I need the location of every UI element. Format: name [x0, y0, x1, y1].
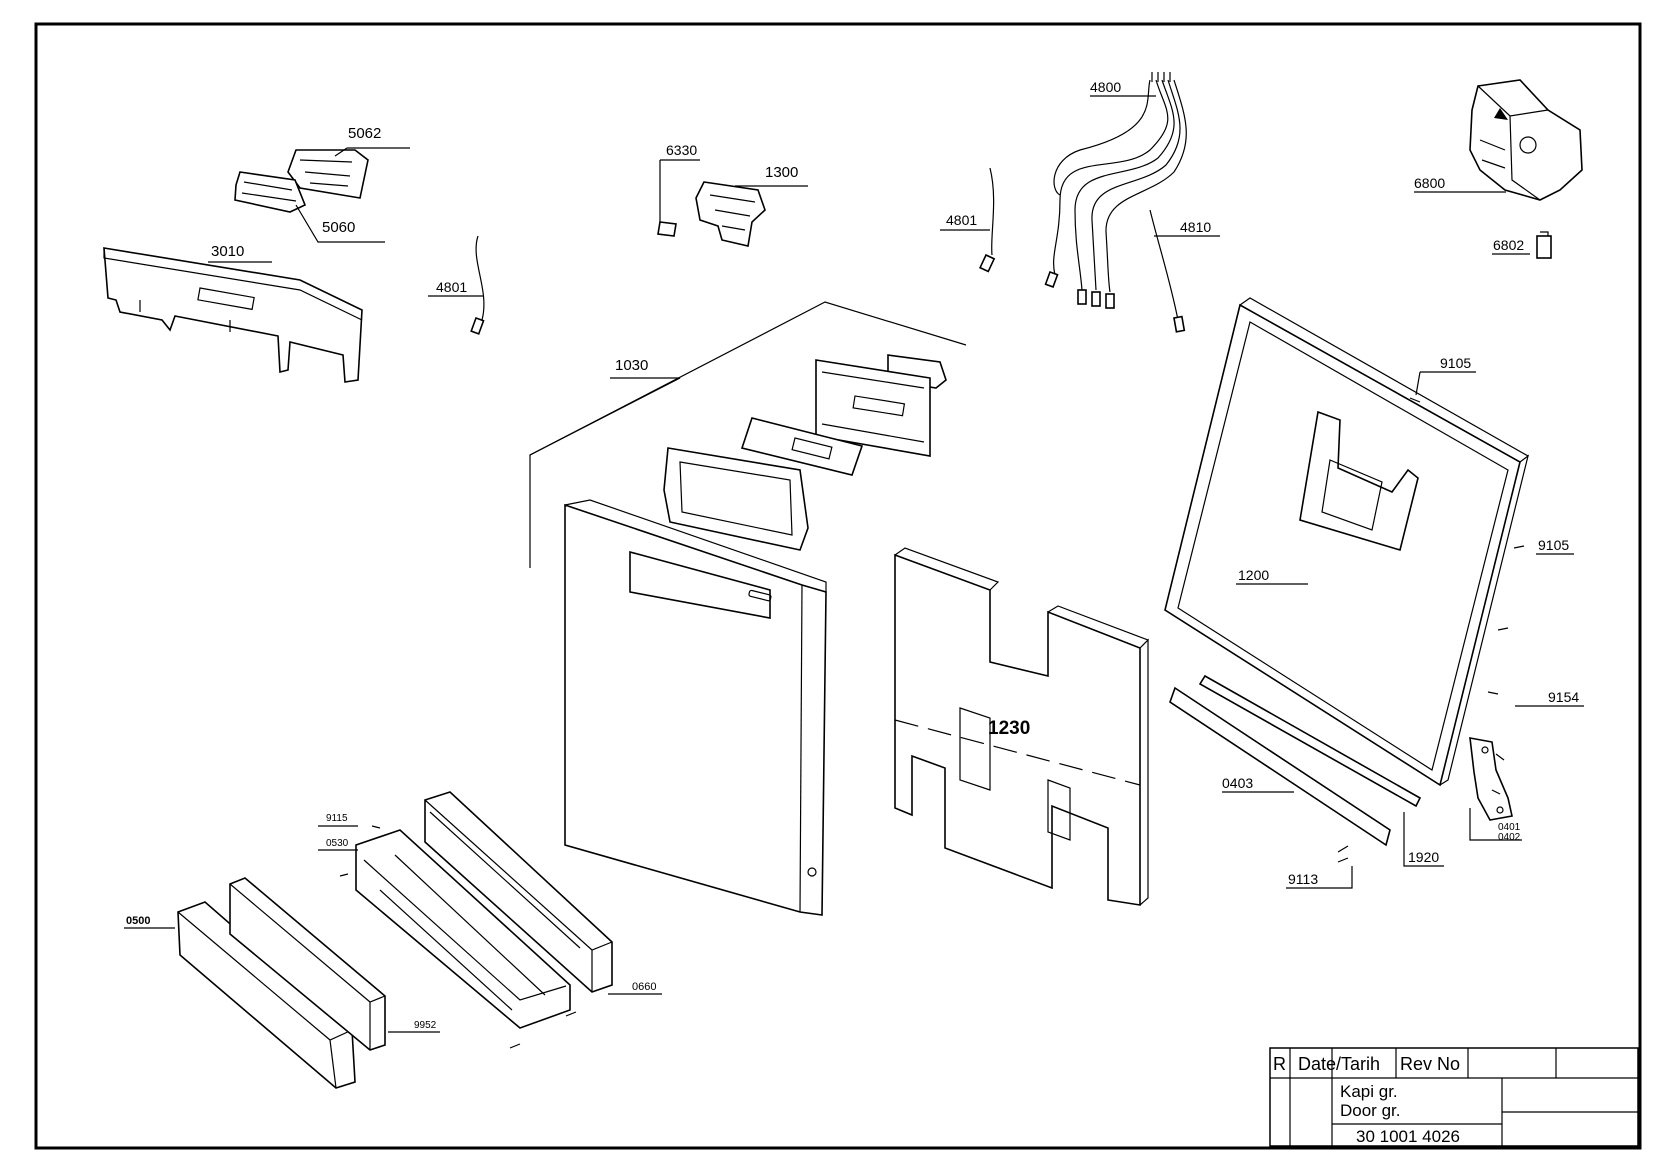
label-3010: 3010	[211, 243, 244, 260]
label-4800: 4800	[1090, 79, 1121, 95]
label-9105-top: 9105	[1440, 355, 1471, 371]
label-1230: 1230	[988, 718, 1030, 739]
part-1030-outer-door	[564, 499, 827, 916]
title-block-drawing-no: 30 1001 4026	[1356, 1127, 1460, 1146]
leader-lines	[124, 95, 1584, 1033]
title-block: R Date/Tarih Rev No Kapi gr. Door gr. 30…	[1269, 1047, 1639, 1147]
part-0530-bracket	[355, 829, 571, 1029]
label-0403: 0403	[1222, 775, 1253, 791]
title-block-date-col: Date/Tarih	[1298, 1054, 1380, 1074]
part-1030-leader	[529, 301, 967, 568]
label-6330: 6330	[666, 142, 697, 158]
label-9952: 9952	[414, 1020, 437, 1031]
label-0401: 0401	[1498, 822, 1521, 833]
part-0401-0402-hinge	[1469, 737, 1513, 821]
display-window	[740, 417, 864, 476]
part-0500-plinth	[177, 901, 356, 1089]
part-4801-cable-right	[979, 167, 996, 273]
part-4810-cable	[1149, 209, 1186, 333]
label-5062: 5062	[348, 125, 381, 142]
part-6330-clip	[657, 221, 677, 237]
label-4801-left: 4801	[436, 279, 467, 295]
title-block-name-en: Door gr.	[1340, 1101, 1400, 1120]
part-9952-strip	[229, 877, 386, 1051]
title-block-rev-col: R	[1273, 1054, 1286, 1074]
part-3010-control-panel	[103, 247, 363, 383]
label-4810: 4810	[1180, 219, 1211, 235]
part-labels: 5062 5060 3010 4801 6330 1300 4801 4800 …	[126, 79, 1579, 1031]
part-6802-valve	[1536, 231, 1552, 259]
part-1230-insulation	[894, 547, 1150, 906]
label-0660: 0660	[632, 981, 656, 993]
label-9115: 9115	[326, 813, 348, 824]
label-9105-right: 9105	[1538, 537, 1569, 553]
part-1920-strip	[1198, 674, 1422, 808]
label-9154: 9154	[1548, 689, 1579, 705]
part-0403-strip	[1169, 686, 1391, 847]
part-0660-foam	[424, 791, 613, 993]
label-0500: 0500	[126, 915, 150, 927]
part-1200-inner-door	[1164, 297, 1530, 787]
screws	[339, 397, 1525, 1049]
title-block-name-tr: Kapi gr.	[1340, 1082, 1398, 1101]
label-6800: 6800	[1414, 175, 1445, 191]
label-5060: 5060	[322, 219, 355, 236]
label-1030: 1030	[615, 357, 648, 374]
label-9113: 9113	[1288, 871, 1318, 887]
part-6800-dispenser	[1469, 79, 1583, 201]
drawing-frame	[34, 22, 1642, 1150]
part-4800-cable-harness	[1044, 72, 1187, 309]
display-frame-lower	[663, 447, 809, 551]
label-1920: 1920	[1408, 849, 1439, 865]
label-0530: 0530	[326, 838, 349, 849]
label-6802: 6802	[1493, 237, 1524, 253]
part-5062-board	[287, 149, 369, 199]
label-4801-right: 4801	[946, 212, 977, 228]
label-1200: 1200	[1238, 567, 1269, 583]
part-5060-board	[234, 171, 307, 213]
title-block-revno-col: Rev No	[1400, 1054, 1460, 1074]
display-frame-upper	[815, 359, 931, 457]
label-1300: 1300	[765, 164, 798, 181]
part-4801-cable-left	[470, 235, 485, 335]
label-0402: 0402	[1498, 832, 1521, 843]
part-1300-door-lock	[695, 181, 766, 247]
